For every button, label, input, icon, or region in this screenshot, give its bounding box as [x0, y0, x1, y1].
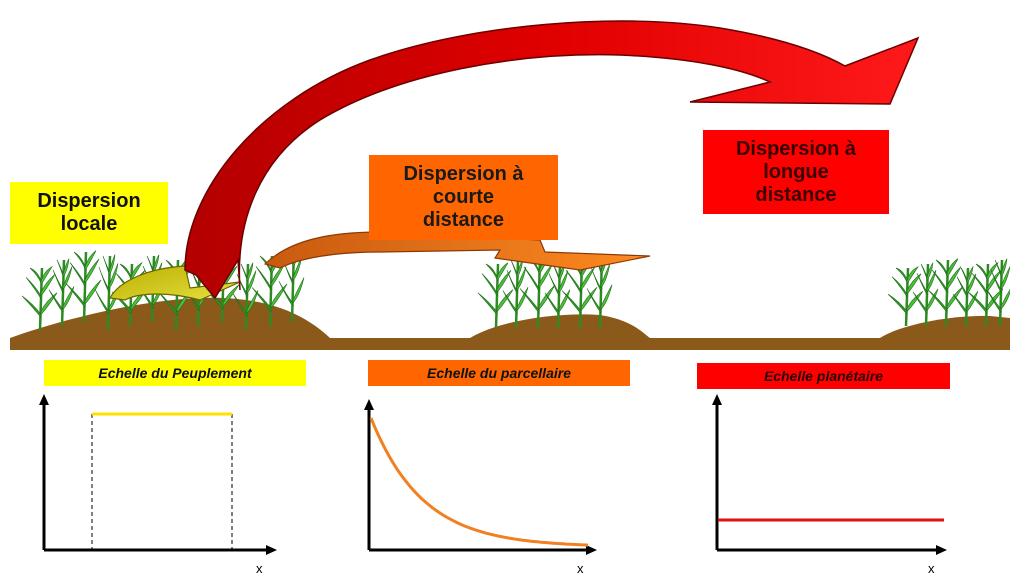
- box-dispersion-locale-text: Dispersion locale: [37, 190, 141, 235]
- short-distance-arrow: [263, 231, 651, 271]
- scale-peuplement-text: Echelle du Peuplement: [98, 365, 252, 381]
- box-dispersion-longue-text: Dispersion à longue distance: [735, 137, 857, 206]
- plant-icon: [927, 258, 964, 327]
- plot1-y-arrowhead: [39, 394, 49, 405]
- long-distance-arrow: [184, 20, 920, 300]
- plot1-x-label: x: [256, 561, 263, 576]
- scale-planetaire-text: Echelle planétaire: [763, 368, 884, 384]
- scale-label-parcellaire: Echelle du parcellaire: [368, 360, 630, 386]
- plot2-y-arrowhead: [364, 399, 374, 410]
- box-dispersion-locale: Dispersion locale: [10, 182, 168, 244]
- plot-planetaire: [712, 394, 947, 555]
- plot2-x-label: x: [577, 561, 584, 576]
- plant-icon: [48, 258, 75, 327]
- plant-icon: [21, 265, 58, 331]
- plot-parcellaire: [364, 399, 597, 555]
- box-dispersion-longue: Dispersion à longue distance: [703, 130, 889, 214]
- plot2-decay-curve: [369, 417, 589, 547]
- scale-label-peuplement: Echelle du Peuplement: [44, 360, 306, 386]
- plant-icon: [502, 258, 529, 329]
- scale-parcellaire-text: Echelle du parcellaire: [427, 365, 571, 381]
- plant-icon: [986, 258, 1010, 327]
- plant-icon: [94, 254, 121, 331]
- box-dispersion-courte-text: Dispersion à courte distance: [403, 163, 524, 231]
- plot2-x-arrowhead: [586, 545, 597, 555]
- box-dispersion-courte: Dispersion à courte distance: [369, 155, 558, 240]
- plants-cluster-planetaire: [887, 258, 1010, 327]
- plant-icon: [912, 262, 939, 327]
- plant-icon: [887, 266, 924, 327]
- plant-icon: [477, 262, 514, 329]
- plot1-x-arrowhead: [266, 545, 277, 555]
- plant-icon: [65, 250, 102, 323]
- plant-icon: [967, 261, 1004, 327]
- scale-label-planetaire: Echelle planétaire: [697, 363, 950, 389]
- plot3-x-label: x: [928, 561, 935, 576]
- plot-peuplement: [39, 394, 277, 555]
- plot3-y-arrowhead: [712, 394, 722, 405]
- ground: [10, 297, 1010, 350]
- plot3-x-arrowhead: [936, 545, 947, 555]
- plant-icon: [544, 262, 571, 329]
- plant-icon: [952, 265, 979, 327]
